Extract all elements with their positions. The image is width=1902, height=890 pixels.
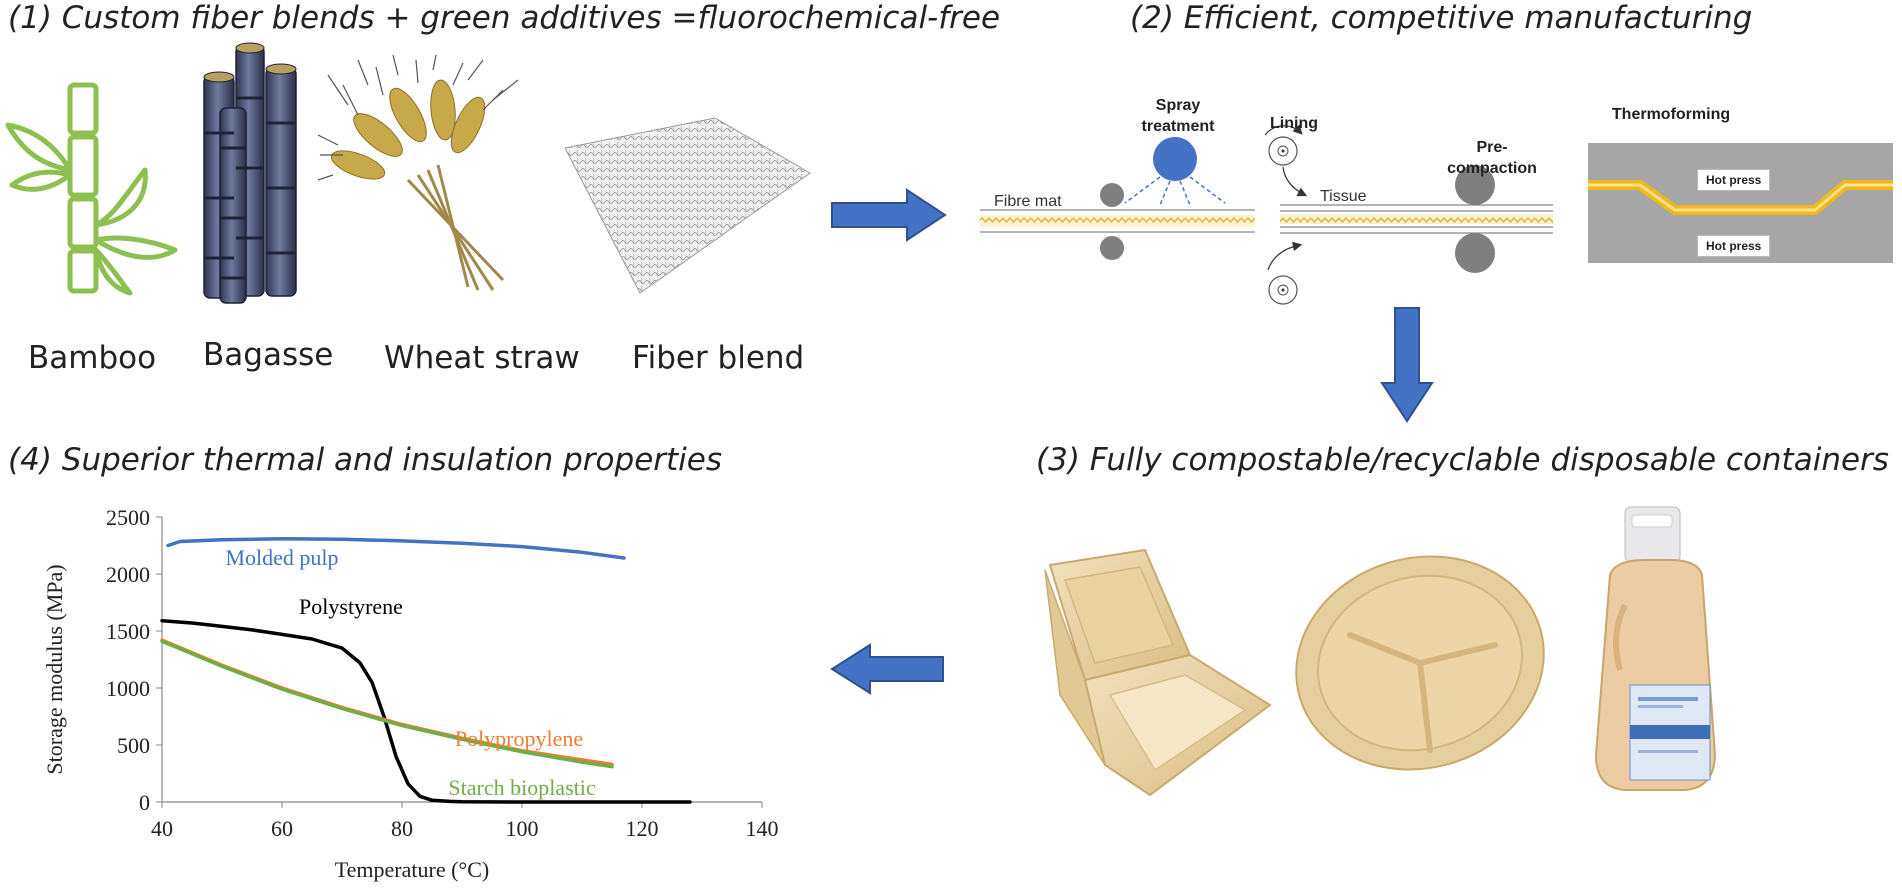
- fiber-label-wheat-straw: Wheat straw: [384, 340, 580, 376]
- label-fibre-mat: Fibre mat: [994, 193, 1062, 210]
- series-line-molded-pulp: [166, 536, 626, 560]
- label-pre-compaction: Pre-compaction: [1447, 139, 1537, 177]
- x-tick-label: 60: [271, 816, 293, 841]
- y-tick-label: 2500: [106, 505, 150, 530]
- series-label-polystyrene: Polystyrene: [299, 594, 403, 619]
- sugarcane-icon: [198, 38, 308, 306]
- clamshell-box-icon: [1025, 545, 1275, 800]
- series-label-starch-bioplastic: Starch bioplastic: [448, 775, 595, 800]
- series-line-polystyrene: [160, 618, 692, 804]
- section-title-1: (1) Custom fiber blends + green additive…: [8, 0, 1001, 36]
- x-axis-label: Temperature (°C): [335, 857, 489, 882]
- label-spray-treatment: Spray treatment: [1141, 97, 1215, 135]
- process-schematic: [975, 85, 1900, 325]
- label-lining: Lining: [1270, 115, 1318, 132]
- series-label-polypropylene: Polypropylene: [455, 726, 583, 751]
- label-tissue: Tissue: [1320, 188, 1367, 205]
- series-line-starch-bioplastic: [160, 639, 614, 769]
- y-tick-label: 500: [117, 733, 150, 758]
- plate-icon: [1290, 545, 1550, 780]
- y-tick-label: 1000: [106, 676, 150, 701]
- bamboo-icon: [0, 75, 190, 296]
- series-label-molded-pulp: Molded pulp: [225, 545, 338, 570]
- fiber-label-bagasse: Bagasse: [203, 337, 334, 373]
- arrow-right-icon: [831, 188, 947, 244]
- section-title-2: (2) Efficient, competitive manufacturing: [1130, 0, 1753, 36]
- x-tick-label: 100: [506, 816, 539, 841]
- fiber-mat-icon: [564, 117, 815, 298]
- x-tick-label: 40: [151, 816, 173, 841]
- y-tick-label: 0: [139, 790, 150, 815]
- label-thermoforming: Thermoforming: [1611, 106, 1731, 123]
- hot-press-top: Hot press: [1697, 169, 1771, 191]
- x-tick-label: 140: [746, 816, 779, 841]
- fiber-label-bamboo: Bamboo: [28, 340, 157, 376]
- section-title-3: (3) Fully compostable/recyclable disposa…: [1036, 442, 1889, 478]
- arrow-left-icon: [830, 643, 945, 697]
- wheat-icon: [317, 54, 538, 295]
- x-tick-label: 80: [391, 816, 413, 841]
- y-tick-label: 2000: [106, 562, 150, 587]
- y-axis-label: Storage modulus (MPa): [42, 564, 67, 774]
- x-tick-label: 120: [626, 816, 659, 841]
- hot-press-bottom: Hot press: [1697, 235, 1771, 257]
- section-title-4: (4) Superior thermal and insulation prop…: [8, 442, 722, 478]
- bottle-icon: [1590, 505, 1725, 795]
- y-tick-label: 1500: [106, 619, 150, 644]
- arrow-down-icon: [1380, 307, 1434, 427]
- fiber-label-fiber-blend: Fiber blend: [632, 340, 805, 376]
